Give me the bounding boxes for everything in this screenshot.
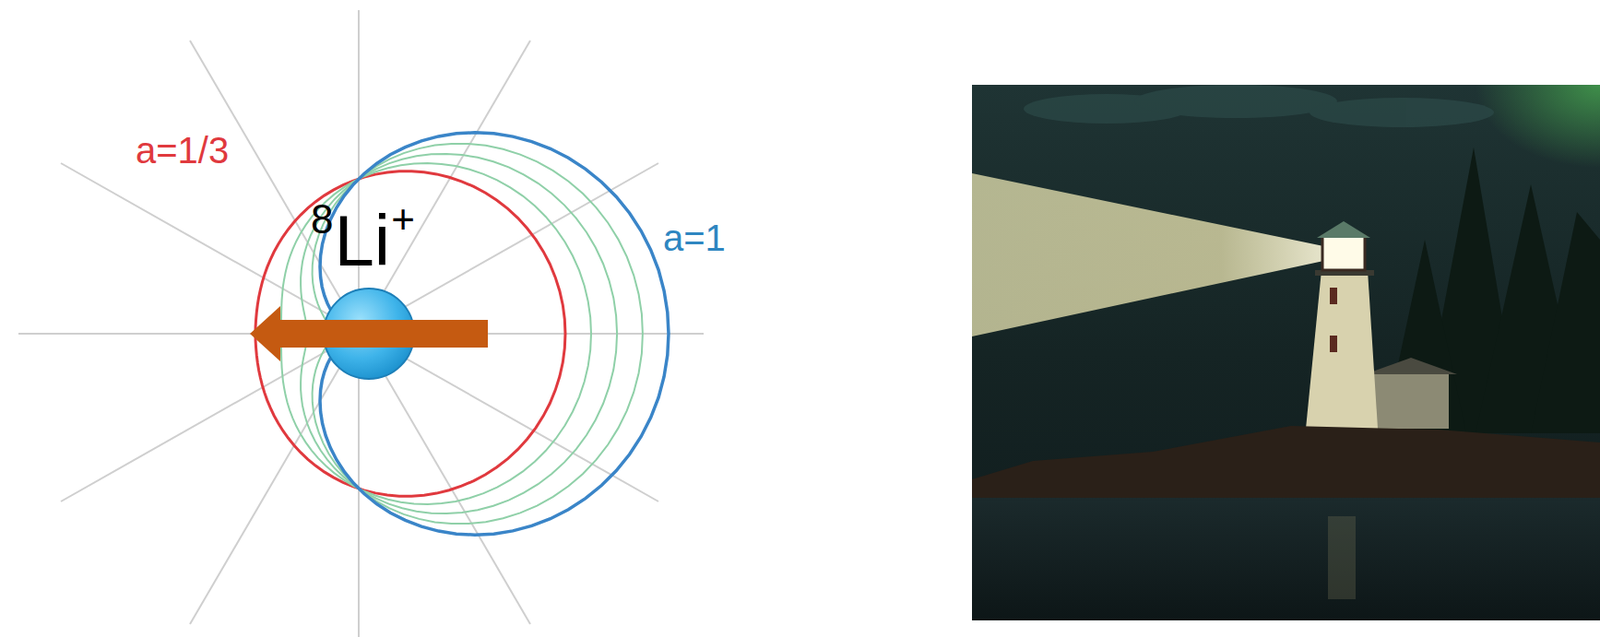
radial-line — [189, 40, 531, 625]
axis-lines — [18, 10, 704, 637]
radial-line — [189, 40, 531, 625]
window — [1329, 287, 1338, 305]
rocky-shore — [971, 426, 1600, 503]
light-beam — [971, 173, 1328, 337]
reflection — [1327, 516, 1356, 600]
clouds — [1023, 84, 1494, 128]
house-roof — [1364, 357, 1458, 375]
lighthouse-tower — [1305, 270, 1378, 429]
keeper-house — [1372, 372, 1449, 429]
charge-sign: + — [391, 199, 415, 240]
curve-label: a=1 — [663, 219, 726, 257]
aurora-glow — [1475, 84, 1600, 168]
lantern-room — [1322, 236, 1365, 271]
radial-line — [60, 163, 659, 502]
radial-line — [60, 163, 659, 502]
mass-number: 8 — [310, 199, 333, 240]
curve-label: a=1/3 — [135, 131, 229, 169]
ion-symbol: Li — [333, 204, 391, 277]
night-sky — [971, 84, 1600, 621]
lantern-roof — [1316, 221, 1371, 238]
water — [971, 497, 1600, 621]
momentum-arrow — [249, 306, 488, 362]
window — [1329, 335, 1338, 353]
